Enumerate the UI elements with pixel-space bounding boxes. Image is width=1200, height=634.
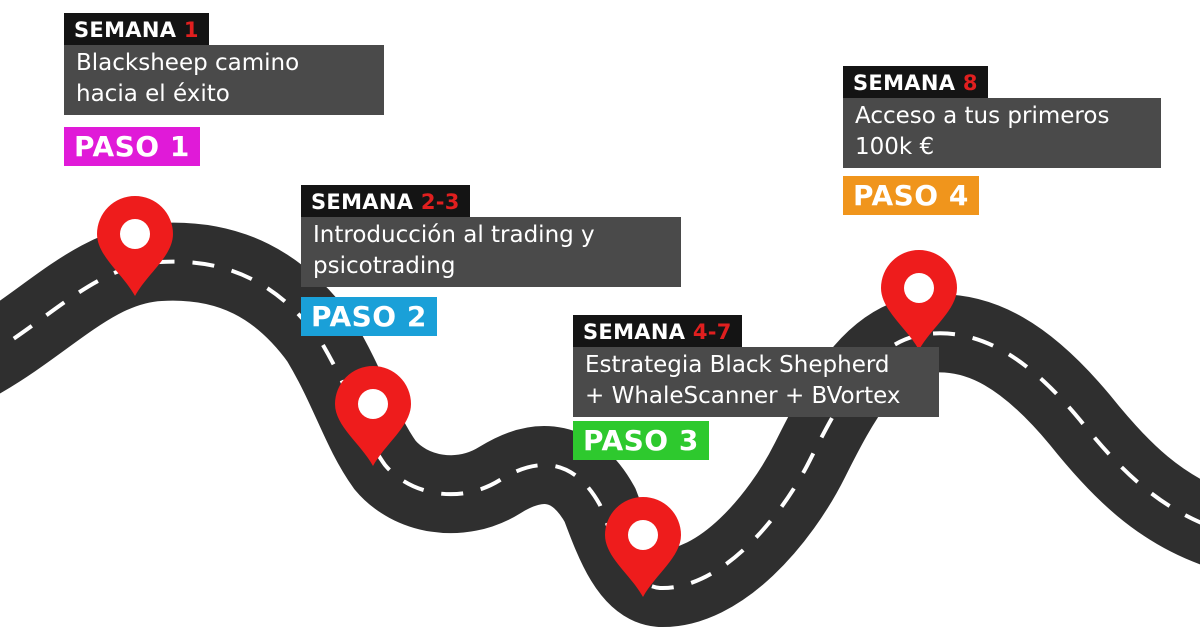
description-line-1: Estrategia Black Shepherd (585, 352, 890, 378)
week-number: 4-7 (692, 320, 732, 344)
week-label: SEMANA 4-7 (573, 315, 742, 347)
paso-badge: PASO 2 (301, 297, 437, 336)
paso-badge: PASO 1 (64, 127, 200, 166)
road-center-line (0, 259, 1200, 591)
description-line-2: 100k € (855, 134, 935, 160)
week-label: SEMANA 2-3 (301, 185, 470, 217)
step-description: Blacksheep camino hacia el éxito (64, 45, 384, 115)
week-number: 1 (183, 18, 199, 42)
description-line-2: psicotrading (313, 253, 456, 279)
step-description: Introducción al trading y psicotrading (301, 217, 681, 287)
week-text: SEMANA (853, 71, 956, 95)
week-text: SEMANA (74, 18, 177, 42)
step-2-card: SEMANA 2-3 Introducción al trading y psi… (301, 185, 681, 336)
step-1-card: SEMANA 1 Blacksheep camino hacia el éxit… (64, 13, 384, 166)
week-label: SEMANA 8 (843, 66, 988, 98)
location-pin-icon (335, 366, 411, 466)
week-text: SEMANA (583, 320, 686, 344)
location-pin-icon (97, 196, 173, 296)
week-number: 2-3 (420, 190, 460, 214)
description-line-2: + WhaleScanner + BVortex (585, 383, 901, 409)
step-description: Estrategia Black Shepherd + WhaleScanner… (573, 347, 939, 417)
location-pin-icon (881, 250, 957, 350)
description-line-1: Introducción al trading y (313, 222, 595, 248)
week-label: SEMANA 1 (64, 13, 209, 45)
week-text: SEMANA (311, 190, 414, 214)
week-number: 8 (962, 71, 978, 95)
location-pin-icon (605, 497, 681, 597)
paso-badge: PASO 4 (843, 176, 979, 215)
description-line-1: Acceso a tus primeros (855, 103, 1110, 129)
paso-badge: PASO 3 (573, 421, 709, 460)
description-line-2: hacia el éxito (76, 81, 230, 107)
step-4-card: SEMANA 8 Acceso a tus primeros 100k € PA… (843, 66, 1161, 215)
step-description: Acceso a tus primeros 100k € (843, 98, 1161, 168)
description-line-1: Blacksheep camino (76, 50, 300, 76)
step-3-card: SEMANA 4-7 Estrategia Black Shepherd + W… (573, 315, 939, 460)
